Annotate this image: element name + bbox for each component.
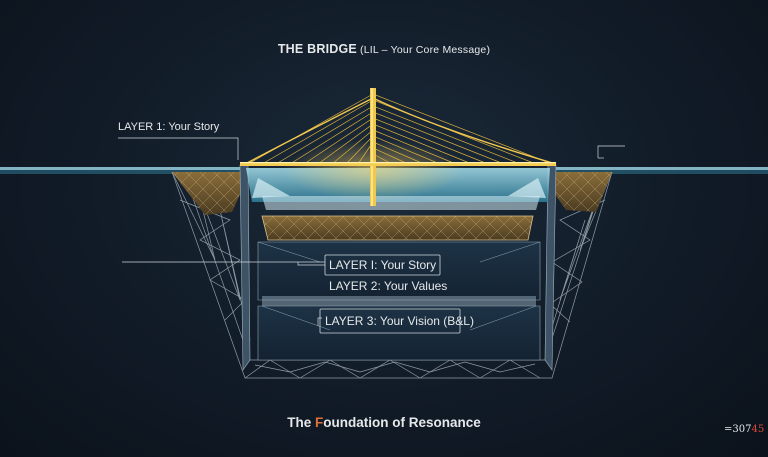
title-main: THE BRIDGE — [278, 42, 357, 56]
footer-post: oundation of Resonance — [323, 415, 481, 430]
footer-pre: The — [287, 415, 315, 430]
label-layer-1-outer: LAYER 1: Your Story — [118, 121, 219, 133]
label-layer-1-inner: LAYER I: Your Story — [329, 258, 436, 272]
footer-caption: The Foundation of Resonance — [0, 415, 768, 430]
corner-stamp: =30745 — [724, 424, 764, 435]
diagram-title: THE BRIDGE (LIL – Your Core Message) — [0, 42, 768, 56]
corner-stamp-a: =307 — [724, 424, 751, 435]
title-subtitle: (LIL – Your Core Message) — [357, 44, 490, 56]
label-layer-3: LAYER 3: Your Vision (B&L) — [325, 314, 474, 328]
label-layer-2: LAYER 2: Your Values — [329, 279, 447, 293]
layer-1-band — [262, 216, 533, 240]
footer-accent: F — [315, 415, 323, 430]
corner-stamp-b: 45 — [751, 424, 764, 435]
